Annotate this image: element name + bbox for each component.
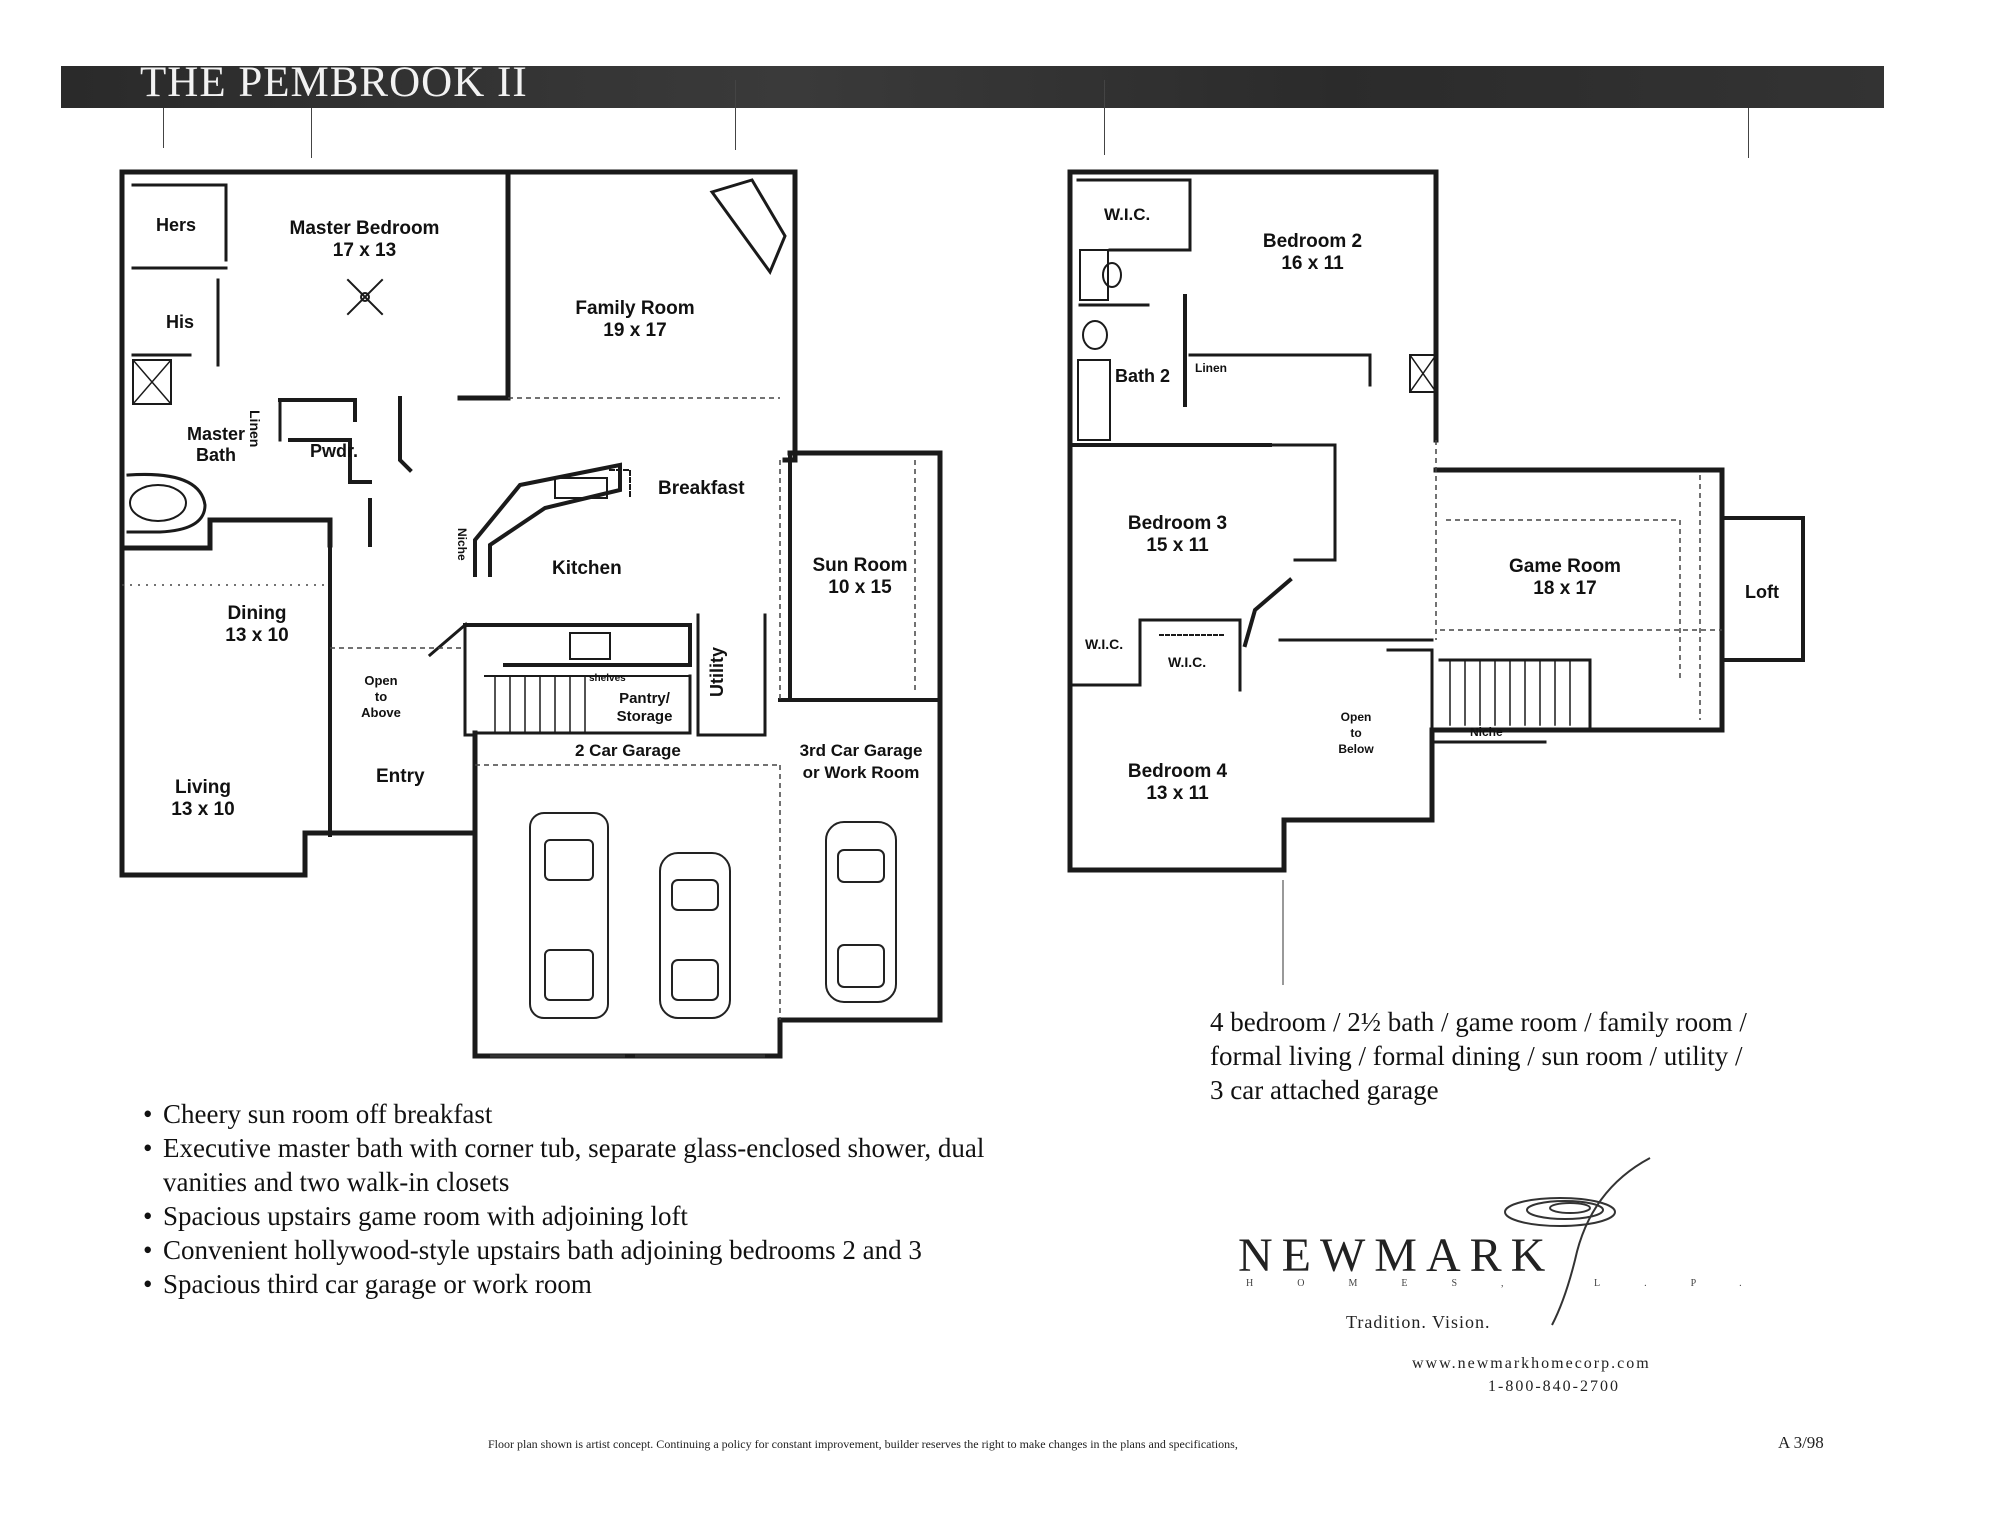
room-family-room: Family Room 19 x 17: [565, 298, 705, 342]
room-bedroom-2: Bedroom 2 16 x 11: [1255, 231, 1370, 275]
room-niche-upstairs-label: Niche: [1470, 725, 1503, 739]
brand-subtitle: HOMES, L.P.: [1246, 1278, 1786, 1289]
room-name: Family Room: [575, 298, 695, 319]
features-list: Cheery sun room off breakfast Executive …: [143, 1097, 1143, 1301]
room-name: Bedroom 3: [1127, 513, 1228, 534]
room-living: Living 13 x 10: [158, 777, 248, 821]
room-size: 19 x 17: [603, 320, 667, 341]
open-line-3: Above: [361, 705, 401, 720]
room-name: Sun Room: [812, 555, 908, 576]
room-name: Bedroom 4: [1127, 761, 1228, 782]
feature-item: Cheery sun room off breakfast: [143, 1097, 1143, 1131]
room-kitchen-label: Kitchen: [552, 558, 622, 579]
document-code: A 3/98: [1778, 1433, 1824, 1452]
room-powder-label: Pwdr.: [310, 441, 359, 461]
room-entry-label: Entry: [376, 766, 425, 787]
summary-line-2: formal living / formal dining / sun room…: [1210, 1041, 1743, 1071]
open-line-3: Below: [1338, 742, 1374, 756]
title-tick: [1748, 108, 1749, 158]
room-2-car-garage-label: 2 Car Garage: [575, 741, 681, 760]
room-name-2: Bath: [196, 445, 236, 465]
room-name: Game Room: [1509, 556, 1621, 577]
summary-line-3: 3 car attached garage: [1210, 1075, 1439, 1105]
feature-item-continued: vanities and two walk-in closets: [163, 1167, 510, 1197]
room-his-label: His: [166, 312, 195, 332]
pantry-line-1: Pantry/: [619, 690, 670, 707]
feature-item: Convenient hollywood-style upstairs bath…: [143, 1233, 1143, 1267]
garage3-line-1: 3rd Car Garage: [799, 741, 923, 760]
room-size: 15 x 11: [1146, 535, 1209, 556]
room-dining: Dining 13 x 10: [212, 603, 302, 647]
room-master-bath: Master Bath: [176, 424, 256, 466]
room-size: 10 x 15: [828, 577, 892, 598]
feature-item: Spacious upstairs game room with adjoini…: [143, 1199, 1143, 1233]
brand-website: www.newmarkhomecorp.com: [1412, 1355, 1651, 1372]
room-size: 18 x 17: [1533, 578, 1597, 599]
feature-item: Spacious third car garage or work room: [143, 1267, 1143, 1301]
room-name: Dining: [227, 603, 287, 624]
room-wic-top-label: W.I.C.: [1104, 205, 1151, 224]
title-bar: [61, 66, 1884, 108]
brand-tagline: Tradition. Vision.: [1346, 1312, 1491, 1332]
room-size: 16 x 11: [1281, 253, 1344, 274]
room-master-bedroom: Master Bedroom 17 x 13: [287, 218, 442, 262]
open-line-1: Open: [1340, 710, 1372, 724]
room-bath-2-label: Bath 2: [1115, 366, 1171, 386]
room-name: Master: [186, 424, 246, 444]
title-tick: [311, 108, 312, 158]
open-line-2: to: [374, 689, 388, 704]
room-hers-label: Hers: [156, 215, 197, 235]
room-pantry: Pantry/ Storage: [612, 690, 677, 726]
pantry-line-2: Storage: [616, 708, 673, 725]
room-size: 13 x 10: [171, 799, 235, 820]
brand-phone: 1-800-840-2700: [1488, 1378, 1620, 1395]
room-size: 13 x 10: [225, 625, 289, 646]
plan-summary: 4 bedroom / 2½ bath / game room / family…: [1210, 1005, 1830, 1107]
room-game-room: Game Room 18 x 17: [1500, 556, 1630, 600]
room-wic-b-label: W.I.C.: [1168, 654, 1207, 670]
room-3rd-car-garage: 3rd Car Garage or Work Room: [786, 740, 936, 784]
feature-item: Executive master bath with corner tub, s…: [143, 1131, 1143, 1165]
room-name: Bedroom 2: [1262, 231, 1363, 252]
open-line-1: Open: [364, 673, 398, 688]
title-tick: [735, 80, 736, 150]
room-sun-room: Sun Room 10 x 15: [804, 555, 916, 599]
title-tick: [163, 108, 164, 148]
open-line-2: to: [1350, 726, 1362, 740]
open-to-below: Open to Below: [1331, 709, 1381, 757]
room-wic-a-label: W.I.C.: [1085, 636, 1124, 652]
disclaimer-text: Floor plan shown is artist concept. Cont…: [488, 1437, 1238, 1451]
open-to-above: Open to Above: [356, 673, 406, 721]
room-bedroom-4: Bedroom 4 13 x 11: [1120, 761, 1235, 805]
room-size: 13 x 11: [1146, 783, 1209, 804]
title-tick: [1104, 80, 1105, 155]
summary-line-1: 4 bedroom / 2½ bath / game room / family…: [1210, 1007, 1747, 1037]
room-name: Master Bedroom: [289, 218, 440, 239]
room-size: 17 x 13: [332, 240, 397, 261]
room-breakfast-label: Breakfast: [658, 478, 745, 499]
page-title: THE PEMBROOK II: [140, 59, 528, 106]
brand-name: NEWMARK: [1238, 1229, 1555, 1282]
room-bedroom-3: Bedroom 3 15 x 11: [1120, 513, 1235, 557]
shelves-label: shelves: [589, 673, 626, 684]
room-loft-label: Loft: [1745, 582, 1779, 602]
room-linen-upstairs-label: Linen: [1195, 361, 1227, 375]
room-name: Living: [175, 777, 231, 798]
garage3-line-2: or Work Room: [802, 763, 920, 782]
